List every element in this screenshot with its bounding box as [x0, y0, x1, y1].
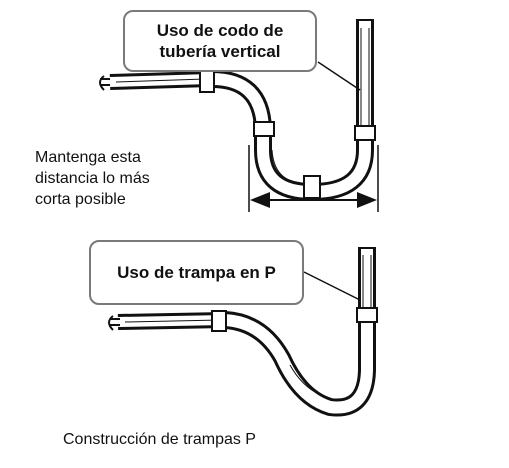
vertical-elbow-label: Uso de codo de tubería vertical	[123, 10, 317, 72]
distance-note: Mantenga esta distancia lo más corta pos…	[35, 149, 150, 208]
p-trap-assembly	[108, 247, 378, 417]
upper-clamp-4	[354, 125, 376, 141]
distance-arrow-right	[357, 192, 377, 208]
lower-clamp-1	[211, 310, 227, 332]
upper-clamp-2	[253, 121, 275, 137]
vertical-elbow-assembly	[99, 19, 379, 212]
upper-clamp-3	[303, 175, 321, 199]
distance-extension-lines	[248, 145, 379, 212]
distance-arrow-left	[250, 192, 270, 208]
lower-clamp-2	[356, 307, 378, 323]
figure-caption: Construcción de trampas P	[63, 431, 256, 448]
upper-clamp-1	[199, 69, 215, 93]
p-trap-label: Uso de trampa en P	[89, 240, 304, 305]
lower-p-curve	[224, 311, 376, 417]
lower-leader-line	[303, 271, 361, 301]
upper-leader-line	[317, 61, 361, 91]
